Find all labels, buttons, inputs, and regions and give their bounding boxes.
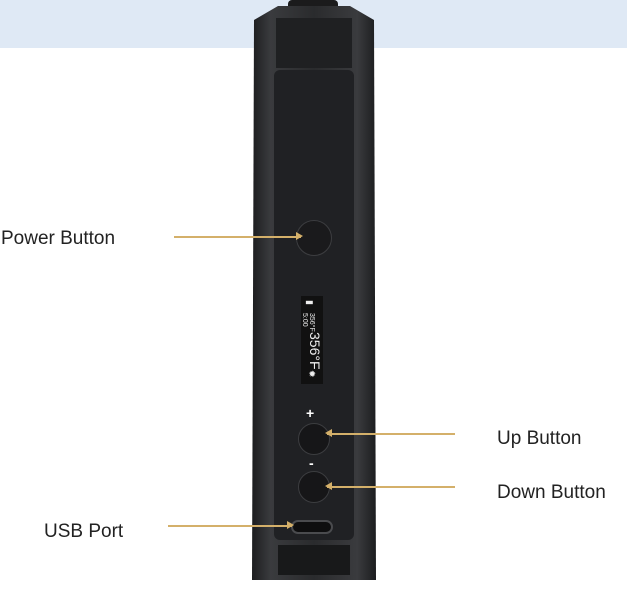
usb-port-label: USB Port xyxy=(44,521,124,542)
device-illustration xyxy=(252,0,376,580)
minus-symbol: - xyxy=(309,455,314,471)
up-button-label: Up Button xyxy=(497,428,582,449)
timer: 5:00 xyxy=(301,313,308,327)
set-temp: 356°F xyxy=(308,313,315,332)
battery-icon: ▮ xyxy=(305,300,315,305)
usb-arrow xyxy=(168,522,294,528)
up-arrow xyxy=(325,430,455,436)
oled-display: ▮ 356°F 5:00 356°F ✹ xyxy=(301,296,323,384)
power-arrow xyxy=(174,233,303,239)
down-arrow xyxy=(325,483,455,489)
usb-port[interactable] xyxy=(291,520,333,534)
down-button-label: Down Button xyxy=(497,482,606,503)
heat-icon: ✹ xyxy=(307,370,317,378)
plus-symbol: + xyxy=(306,405,315,421)
up-button[interactable] xyxy=(298,423,330,455)
current-temp: 356°F xyxy=(307,332,323,370)
power-button-label: Power Button xyxy=(1,228,116,249)
